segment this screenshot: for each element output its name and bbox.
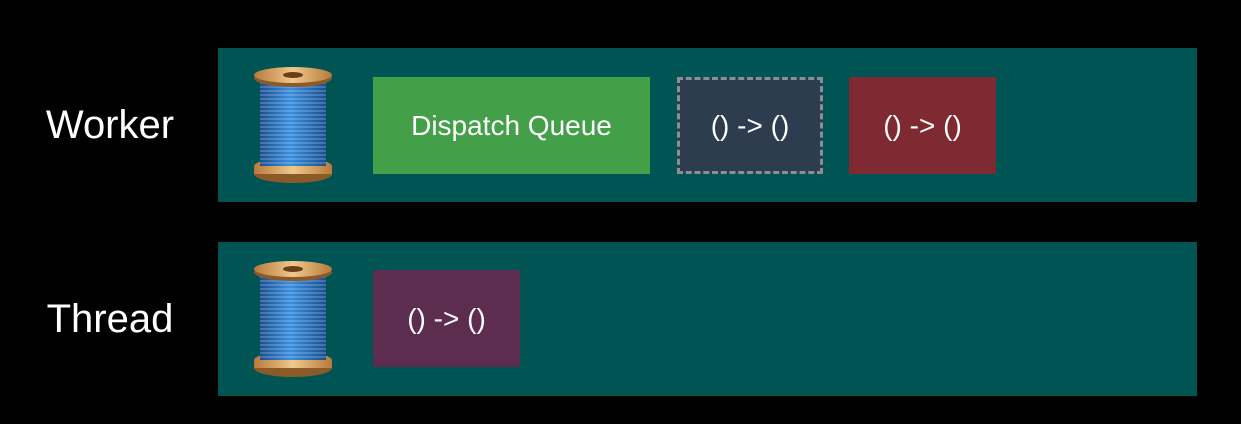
- row-label-worker: Worker: [45, 103, 175, 147]
- spool-of-thread-icon: [254, 261, 332, 377]
- closure-box-dashed: () -> (): [677, 77, 823, 174]
- thread-lane: [218, 242, 1197, 396]
- closure-box-red: () -> (): [849, 77, 996, 174]
- row-label-thread: Thread: [46, 297, 174, 341]
- dispatch-queue-box: Dispatch Queue: [373, 77, 650, 174]
- spool-of-thread-icon: [254, 67, 332, 183]
- closure-box-purple: () -> (): [373, 270, 520, 367]
